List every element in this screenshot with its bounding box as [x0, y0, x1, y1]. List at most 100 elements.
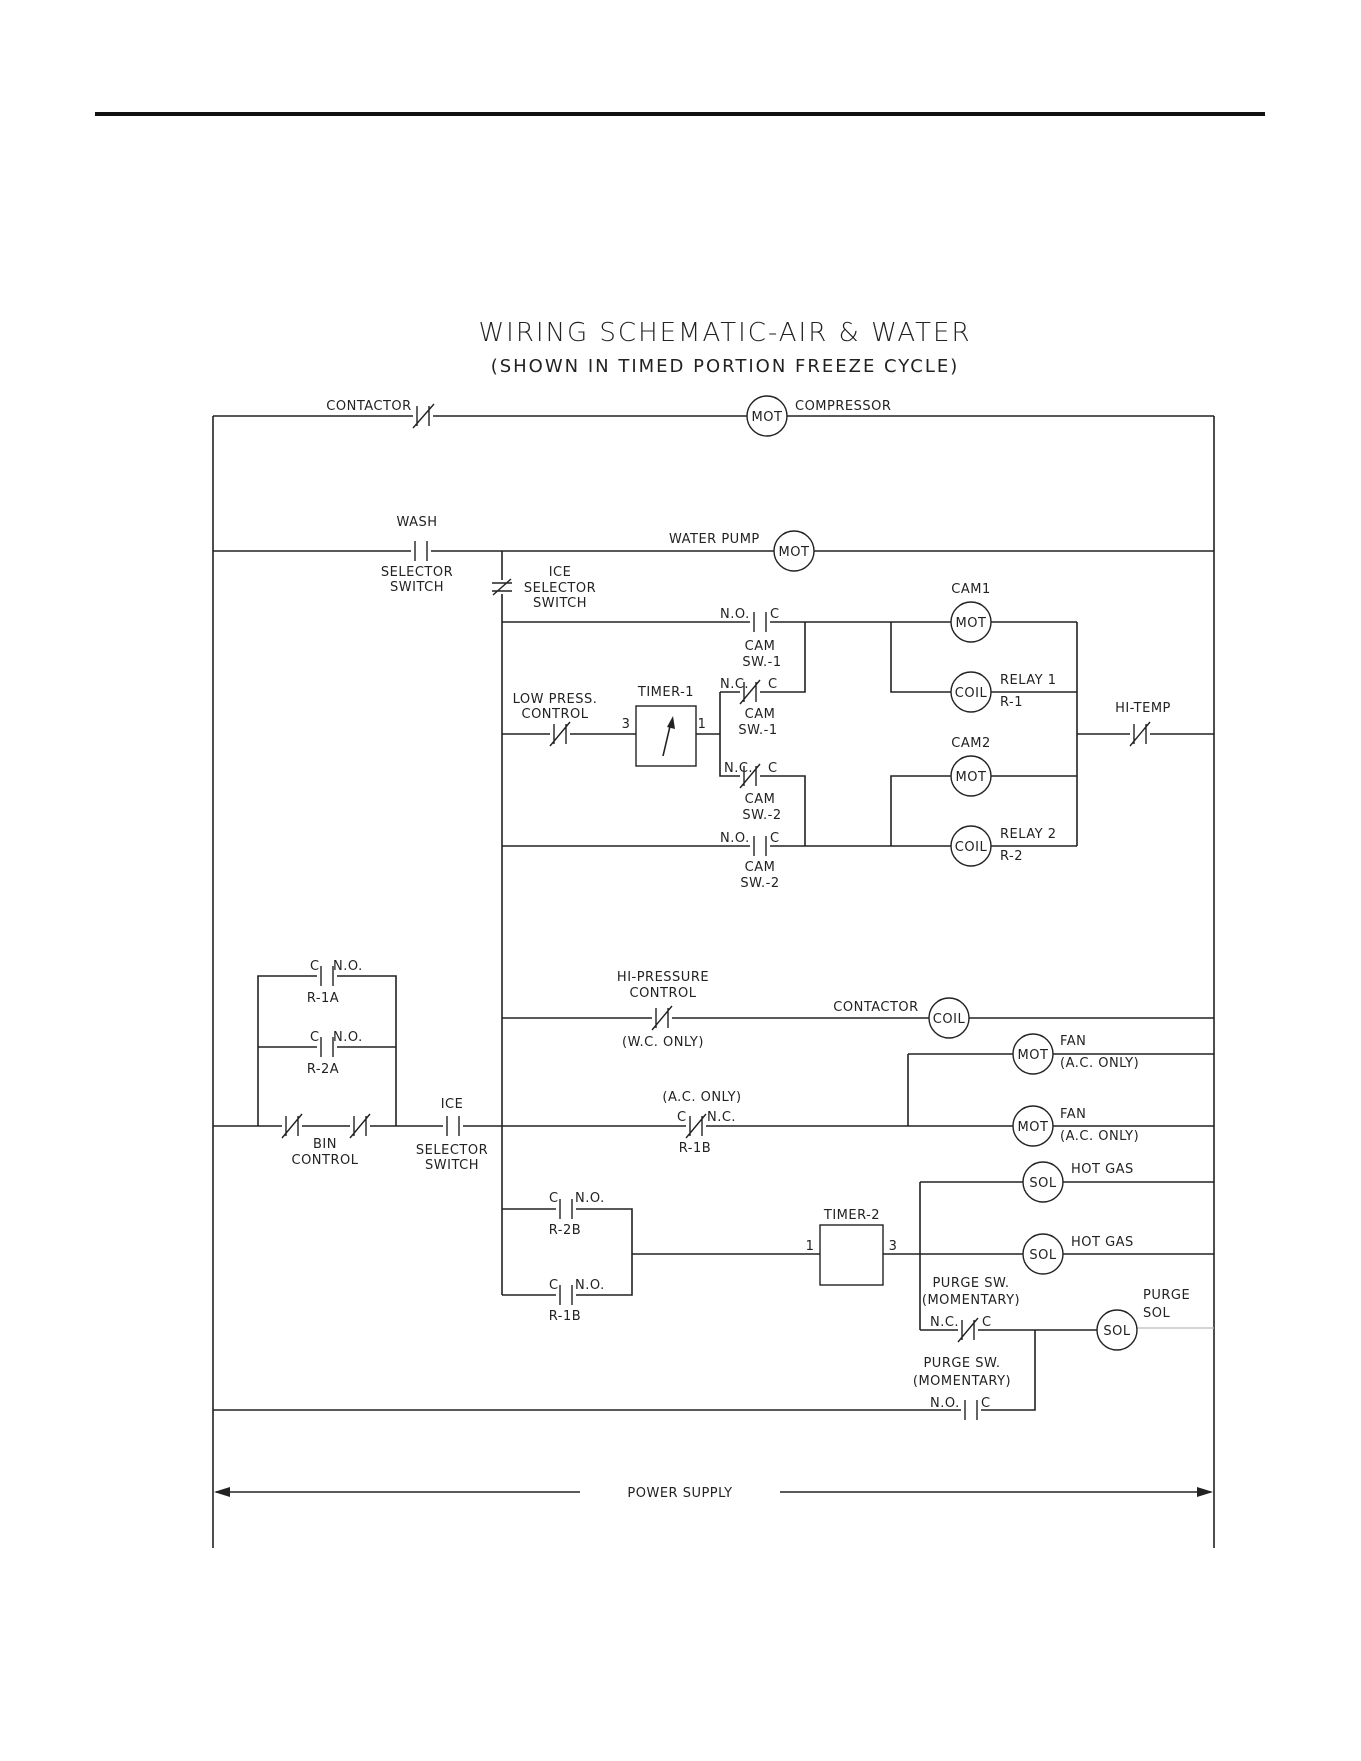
- cam2-motor-label: MOT: [956, 770, 987, 785]
- ice-switch-label: SWITCH: [425, 1158, 479, 1173]
- compressor-label: COMPRESSOR: [795, 399, 891, 414]
- purge-sw-nc-label: N.C.: [930, 1315, 959, 1330]
- cam-sw2-no-sw-label: SW.-2: [740, 876, 779, 891]
- timer2-terminal-1: 1: [806, 1239, 815, 1254]
- r2a-label: R-2A: [307, 1062, 339, 1077]
- water-pump-motor-label: MOT: [779, 545, 810, 560]
- purge-solenoid: [1096, 1309, 1138, 1351]
- bin-label: BIN: [313, 1137, 337, 1152]
- purge-sw-nc-title: PURGE SW.: [932, 1276, 1009, 1291]
- contactor-coil: [928, 997, 970, 1039]
- contactor-top-label: CONTACTOR: [326, 399, 411, 414]
- r2b-no-label: N.O.: [575, 1191, 605, 1206]
- bin-control-label: CONTROL: [292, 1153, 359, 1168]
- water-pump-motor: [773, 530, 815, 572]
- purge-sw-nc-contact: [957, 1317, 979, 1343]
- contactor-coil-label: COIL: [933, 1012, 966, 1027]
- r1b-no-label: N.O.: [575, 1278, 605, 1293]
- timer2-box: [819, 1224, 884, 1286]
- cam-sw1-no-contact: [750, 612, 770, 632]
- hi-pressure-contact: [651, 1005, 673, 1031]
- wash-switch-label: SWITCH: [390, 580, 444, 595]
- hot-gas-solenoid-1-label: SOL: [1029, 1176, 1056, 1191]
- cam-sw2-no-cam-label: CAM: [745, 860, 776, 875]
- contactor-label: CONTACTOR: [833, 1000, 918, 1015]
- ice-top-selector-label: SELECTOR: [524, 581, 596, 596]
- timer2-label: TIMER-2: [823, 1208, 880, 1223]
- contacts: [281, 403, 1151, 1420]
- cam-sw1-no-c-label: C: [770, 607, 780, 622]
- timer1-needle: [662, 721, 672, 757]
- purge-sw-no-c-label: C: [981, 1396, 991, 1411]
- cam1-label: CAM1: [951, 582, 990, 597]
- purge-sw-no-label: N.O.: [930, 1396, 960, 1411]
- timer2-terminal-3: 3: [889, 1239, 898, 1254]
- r2a-contact: [317, 1037, 337, 1057]
- schematic-title: WIRING SCHEMATIC-AIR & WATER: [478, 318, 971, 348]
- fan-2-label: FAN: [1060, 1107, 1086, 1122]
- cam-sw1-nc-sw-label: SW.-1: [738, 723, 777, 738]
- cam-sw2-no-c-label: C: [770, 831, 780, 846]
- cam-sw2-nc-c-label: C: [768, 761, 778, 776]
- cam-sw2-nc-contact: [739, 763, 761, 789]
- r1b-c-label: C: [549, 1278, 559, 1293]
- power-supply-label: POWER SUPPLY: [627, 1486, 732, 1501]
- timer1-terminal-3: 3: [622, 717, 631, 732]
- wires: [212, 415, 1215, 1548]
- wash-label: WASH: [396, 515, 437, 530]
- r2b-contact: [556, 1199, 576, 1219]
- bin-control-contact-2: [349, 1113, 371, 1139]
- hot-gas-solenoid-2: [1022, 1233, 1064, 1275]
- hot-gas-1-label: HOT GAS: [1071, 1162, 1134, 1177]
- r1b-fan-c-label: C: [677, 1110, 687, 1125]
- cam-sw1-nc-cam-label: CAM: [745, 707, 776, 722]
- cam2-label: CAM2: [951, 736, 990, 751]
- r1b-fan-contact: [685, 1113, 707, 1139]
- r1b-fan-label: R-1B: [679, 1141, 711, 1156]
- relay2-label: RELAY 2: [1000, 827, 1057, 842]
- hot-gas-solenoid-2-label: SOL: [1029, 1248, 1056, 1263]
- fan-2-ac-only-label: (A.C. ONLY): [1060, 1129, 1139, 1144]
- r1-label: R-1: [1000, 695, 1023, 710]
- fan-1-label: FAN: [1060, 1034, 1086, 1049]
- relay1-label: RELAY 1: [1000, 673, 1057, 688]
- purge-sol-label: SOL: [1143, 1306, 1170, 1321]
- cam-sw1-nc-label: N.C.: [720, 677, 749, 692]
- devices: MOT MOT MOT COIL MOT COIL COIL MOT MOT S…: [635, 395, 1214, 1351]
- fan-motor-2-label: MOT: [1018, 1120, 1049, 1135]
- r2-label: R-2: [1000, 849, 1023, 864]
- r1a-label: R-1A: [307, 991, 339, 1006]
- compressor-motor-label: MOT: [752, 410, 783, 425]
- r1a-c-label: C: [310, 959, 320, 974]
- r1a-contact: [317, 966, 337, 986]
- cam-sw2-no-contact: [750, 836, 770, 856]
- water-pump-label: WATER PUMP: [669, 532, 760, 547]
- ice-selector-contact: [443, 1116, 463, 1136]
- wash-contact: [411, 541, 431, 561]
- relay1-coil: [950, 671, 992, 713]
- timer1-box: [635, 705, 697, 767]
- r2a-no-label: N.O.: [333, 1030, 363, 1045]
- r2a-c-label: C: [310, 1030, 320, 1045]
- low-press-label: LOW PRESS.: [513, 692, 598, 707]
- cam2-motor: [950, 755, 992, 797]
- fan-motor-1-label: MOT: [1018, 1048, 1049, 1063]
- hi-pressure-control-label: CONTROL: [630, 986, 697, 1001]
- r1b-contact: [556, 1285, 576, 1305]
- cam1-motor: [950, 601, 992, 643]
- timer1-terminal-1: 1: [698, 717, 707, 732]
- header-rule: [95, 112, 1265, 116]
- hot-gas-solenoid-1: [1022, 1161, 1064, 1203]
- purge-sw-no-momentary: (MOMENTARY): [913, 1374, 1011, 1389]
- r1b-label: R-1B: [549, 1309, 581, 1324]
- timer1-label: TIMER-1: [637, 685, 694, 700]
- hot-gas-2-label: HOT GAS: [1071, 1235, 1134, 1250]
- ice-label: ICE: [441, 1097, 464, 1112]
- cam-sw2-nc-cam-label: CAM: [745, 792, 776, 807]
- ice-selector-contact-top: [492, 578, 512, 596]
- cam-sw2-no-label: N.O.: [720, 831, 750, 846]
- ice-top-switch-label: SWITCH: [533, 596, 587, 611]
- cam-sw1-nc-contact: [739, 679, 761, 705]
- contactor-contact: [412, 403, 435, 429]
